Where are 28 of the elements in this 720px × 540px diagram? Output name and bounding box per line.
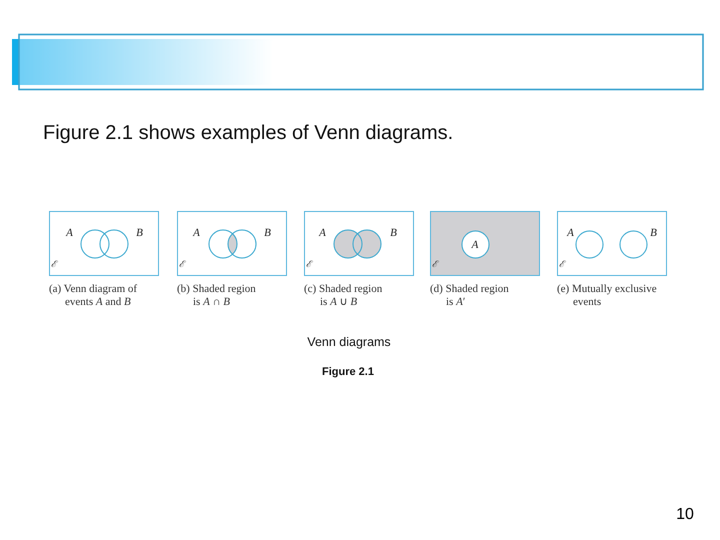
panel-caption: (d) Shaded region is A′ <box>430 283 510 309</box>
set-label: B <box>389 226 398 238</box>
slide-title: Figure 2.1 shows examples of Venn diagrams. <box>43 121 454 146</box>
venn-diagram-panel <box>304 211 414 276</box>
panel-caption: (a) Venn diagram of events A and B <box>49 283 138 309</box>
set-label: A <box>65 226 74 238</box>
set-label: A <box>470 238 480 250</box>
set-label: B <box>649 226 658 238</box>
sample-space-symbol: ℰ <box>51 260 56 270</box>
set-label: B <box>135 226 144 238</box>
set-label: A <box>318 226 327 238</box>
set-label: B <box>263 226 272 238</box>
set-label: A <box>192 226 201 238</box>
sample-space-symbol: ℰ <box>559 260 564 270</box>
venn-diagram-panel <box>430 211 540 276</box>
venn-diagram-panel <box>177 211 287 276</box>
figure-subtitle: Venn diagrams <box>307 335 391 349</box>
panel-caption: (b) Shaded region is A ∩ B <box>177 283 257 309</box>
venn-diagram-panel <box>557 211 667 276</box>
panel-caption: (c) Shaded region is A ∪ B <box>304 283 384 309</box>
sample-space-symbol: ℰ <box>306 260 311 270</box>
set-label: A <box>566 226 575 238</box>
panel-caption: (e) Mutually exclusive events <box>557 283 658 309</box>
slide-number: 10 <box>676 506 694 523</box>
sample-space-symbol: ℰ <box>179 260 184 270</box>
figure-number: Figure 2.1 <box>322 366 374 378</box>
sample-space-symbol: ℰ <box>432 260 437 270</box>
venn-diagram-panel <box>49 211 159 276</box>
